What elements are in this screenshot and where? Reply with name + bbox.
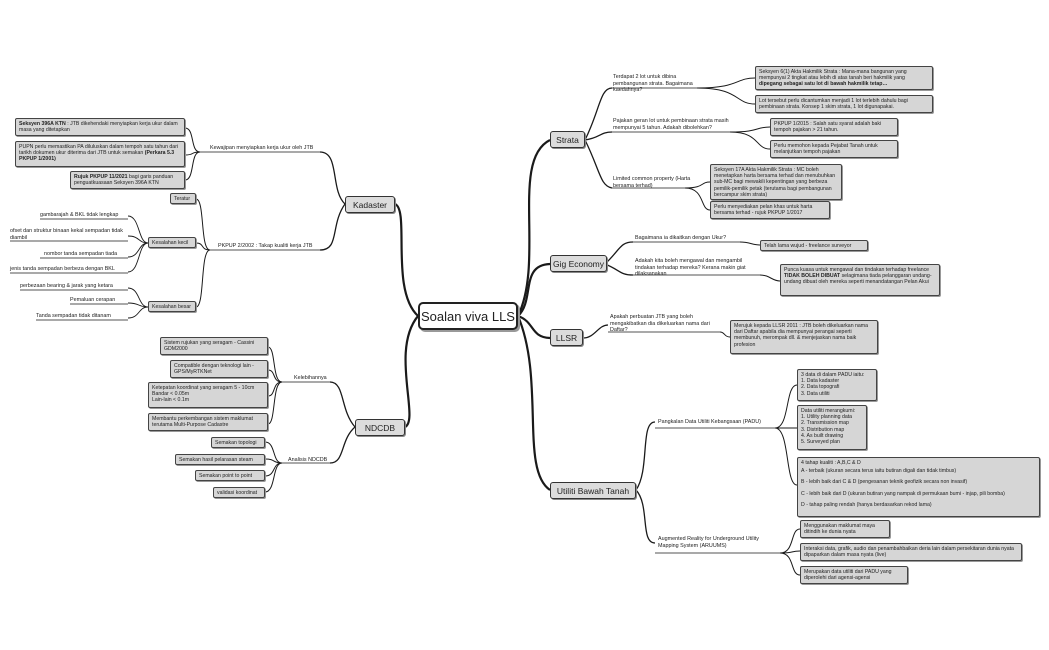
kadaster-kesalahan-besar[interactable]: Kesalahan besar	[148, 301, 196, 312]
kecil-item: nombor tanda sempadan tiada	[44, 251, 118, 257]
gig-question-2: Adakah kita boleh mengawal dan mengambil…	[635, 258, 746, 278]
ndcdb-analisis-4[interactable]: validasi koordinat	[213, 487, 265, 498]
kadaster-branch-2: PKPUP 2/2002 : Takap kualiti kerja JTB	[218, 243, 313, 249]
utiliti-padu-data[interactable]: 3 data di dalam PADU iaitu: 1. Data kada…	[797, 369, 877, 401]
list-item: 1. Utility planning data	[801, 414, 853, 421]
central-topic[interactable]: Soalan viva LLS	[418, 302, 518, 330]
answer-text-post: selagimana tiada pelanggaran undang-unda…	[784, 273, 932, 286]
list-item: Ketepatan koordinat yang seragam 5 - 10c…	[152, 385, 255, 391]
ndcdb-kelebihan: Kelebihannya	[294, 375, 327, 381]
topic-kadaster[interactable]: Kadaster	[345, 196, 395, 213]
strata-answer-1a[interactable]: Seksyen 6(1) Akta Hakmilik Strata : Mana…	[755, 66, 933, 90]
ndcdb-analisis-3[interactable]: Semakan point to point	[195, 470, 265, 481]
kadaster-pupn[interactable]: PUPN perlu memastikan PA diluluskan dala…	[15, 141, 185, 167]
list-item: 4 tahap kualiti : A,B,C & D	[801, 460, 861, 466]
gig-answer-1[interactable]: Telah lama wujud - freelance surveyor	[760, 240, 868, 251]
ndcdb-kelebihan-3[interactable]: Ketepatan koordinat yang seragam 5 - 10c…	[148, 382, 268, 408]
strata-answer-1b[interactable]: Lot tersebut perlu dicantumkan menjadi 1…	[755, 95, 933, 113]
list-item: 3 data di dalam PADU iaitu:	[801, 372, 865, 378]
topic-strata[interactable]: Strata	[550, 131, 585, 148]
strata-question-3: Limited common property (Harta bersama t…	[613, 176, 691, 189]
strata-answer-3b[interactable]: Perlu menyediakan pelan khas untuk harta…	[710, 201, 830, 219]
kecil-item: ofset dan struktur binaan kekal sempadan…	[10, 228, 123, 241]
kadaster-branch-1: Kewajipan menyiapkan kerja ukur oleh JTB	[210, 145, 314, 151]
answer-emphasis: (Perkara 5.3 PKPUP 1/2001)	[19, 150, 175, 163]
topic-utiliti-bawah-tanah[interactable]: Utiliti Bawah Tanah	[550, 482, 636, 499]
list-item: 1. Data kadaster	[801, 378, 840, 385]
list-item: C - lebih baik dari D (ukuran butiran ya…	[801, 490, 1005, 497]
list-item: D - tahap paling rendah (hanya berdasark…	[801, 502, 932, 508]
answer-emphasis: dipegang sebagai satu lot di bawah hakmi…	[759, 81, 888, 88]
ndcdb-analisis: Analisis NDCDB	[288, 457, 328, 463]
llsr-question-1: Apakah perbuatan JTB yang boleh mengakib…	[610, 314, 710, 334]
list-item: A - terbaik (ukuran secara terus iaitu b…	[801, 467, 957, 474]
llsr-answer-1[interactable]: Merujuk kepada LLSR 2011 : JTB boleh dik…	[730, 320, 878, 354]
list-item: Data utiliti merangkumi:	[801, 408, 856, 414]
answer-text: Seksyen 6(1) Akta Hakmilik Strata : Mana…	[759, 69, 907, 82]
utiliti-padu: Pangkalan Data Utiliti Kebangsaan (PADU)	[658, 419, 761, 425]
list-item: 5. Surveyed plan	[801, 439, 840, 446]
answer-emphasis: Rujuk PKPUP 11/2021	[74, 174, 128, 180]
strata-question-2: Pajakan geran lot untuk pembinaan strata…	[613, 118, 729, 131]
ndcdb-kelebihan-2[interactable]: Compatible dengan teknologi lain - GPS/M…	[170, 360, 268, 378]
utiliti-aruums-1[interactable]: Menggunakan maklumat maya ditindih ke du…	[800, 520, 890, 538]
kadaster-s396a[interactable]: Seksyen 396A KTN : JTB dikehendaki menyi…	[15, 118, 185, 136]
list-item: Lain-lain < 0.1m	[152, 397, 190, 404]
list-item: 2. Data topografi	[801, 384, 840, 391]
topic-gig-economy[interactable]: Gig Economy	[550, 255, 607, 272]
ndcdb-analisis-2[interactable]: Semakan hasil pelarasan steam	[175, 454, 265, 465]
ndcdb-analisis-1[interactable]: Semakan topologi	[211, 437, 265, 448]
ndcdb-kelebihan-4[interactable]: Membantu perkembangan sistem maklumat te…	[148, 413, 268, 431]
utiliti-data-scope[interactable]: Data utiliti merangkumi: 1. Utility plan…	[797, 405, 867, 450]
utiliti-aruums-3[interactable]: Merupakan data utiliti dari PADU yang di…	[800, 566, 908, 584]
list-item: 2. Transmission map	[801, 420, 849, 427]
utiliti-aruums: Augmented Reality for Underground Utilit…	[658, 536, 759, 549]
besar-item: perbezaan bearing & jarak yang ketara	[20, 283, 113, 289]
answer-text: : JTB dikehendaki menyiapkan kerja ukur …	[19, 121, 178, 134]
answer-text: bagi garis panduan penguatkuasaan Seksye…	[74, 174, 174, 187]
gig-question-1: Bagaimana ia dikaitkan dengan Ukur?	[635, 235, 727, 241]
strata-answer-3a[interactable]: Seksyen 17A Akta Hakmilik Strata : MC bo…	[710, 164, 842, 200]
answer-text-pre: Punca kuasa untuk mengawal dan tindakan …	[784, 267, 930, 273]
kecil-item: gambarajah & BKL tidak lengkap	[40, 212, 119, 218]
topic-llsr[interactable]: LLSR	[550, 329, 583, 346]
kadaster-pkpup-11-2021[interactable]: Rujuk PKPUP 11/2021 bagi garis panduan p…	[70, 171, 185, 189]
ndcdb-kelebihan-1[interactable]: Sistem rujukan yang seragam - Cassini GD…	[160, 337, 268, 355]
list-item: 4. As built drawing	[801, 432, 844, 439]
besar-item: Pemaluan cerapan	[70, 297, 116, 303]
answer-emphasis: TIDAK BOLEH DIBUAT	[784, 273, 841, 280]
strata-question-1: Terdapat 2 lot untuk dibina pembangunan …	[613, 74, 693, 94]
list-item: 3. Distribution map	[801, 426, 845, 433]
list-item: B - lebih baik dari C & D (pengesanan te…	[801, 479, 968, 485]
kadaster-kesalahan-kecil[interactable]: Kesalahan kecil	[148, 237, 196, 248]
strata-answer-2a[interactable]: PKPUP 1/2015 : Salah satu syarat adalah …	[770, 118, 898, 136]
kecil-item: jenis tanda sempadan berbeza dengan BKL	[10, 266, 115, 272]
answer-text: PUPN perlu memastikan PA diluluskan dala…	[19, 144, 179, 157]
utiliti-quality-levels[interactable]: 4 tahap kualiti : A,B,C & D A - terbaik …	[797, 457, 1040, 517]
topic-ndcdb[interactable]: NDCDB	[355, 419, 405, 436]
kadaster-teratur[interactable]: Teratur	[170, 193, 196, 204]
besar-item: Tanda sempadan tidak ditanam	[36, 313, 111, 319]
strata-answer-2b[interactable]: Perlu memohon kepada Pejabat Tanah untuk…	[770, 140, 898, 158]
gig-answer-2[interactable]: Punca kuasa untuk mengawal dan tindakan …	[780, 264, 940, 296]
list-item: 3. Data utiliti	[801, 390, 830, 397]
answer-emphasis: Seksyen 396A KTN	[19, 121, 66, 127]
list-item: Bandar < 0.05m	[152, 391, 190, 398]
utiliti-aruums-2[interactable]: Interaksi data, grafik, audio dan penamb…	[800, 543, 1022, 561]
